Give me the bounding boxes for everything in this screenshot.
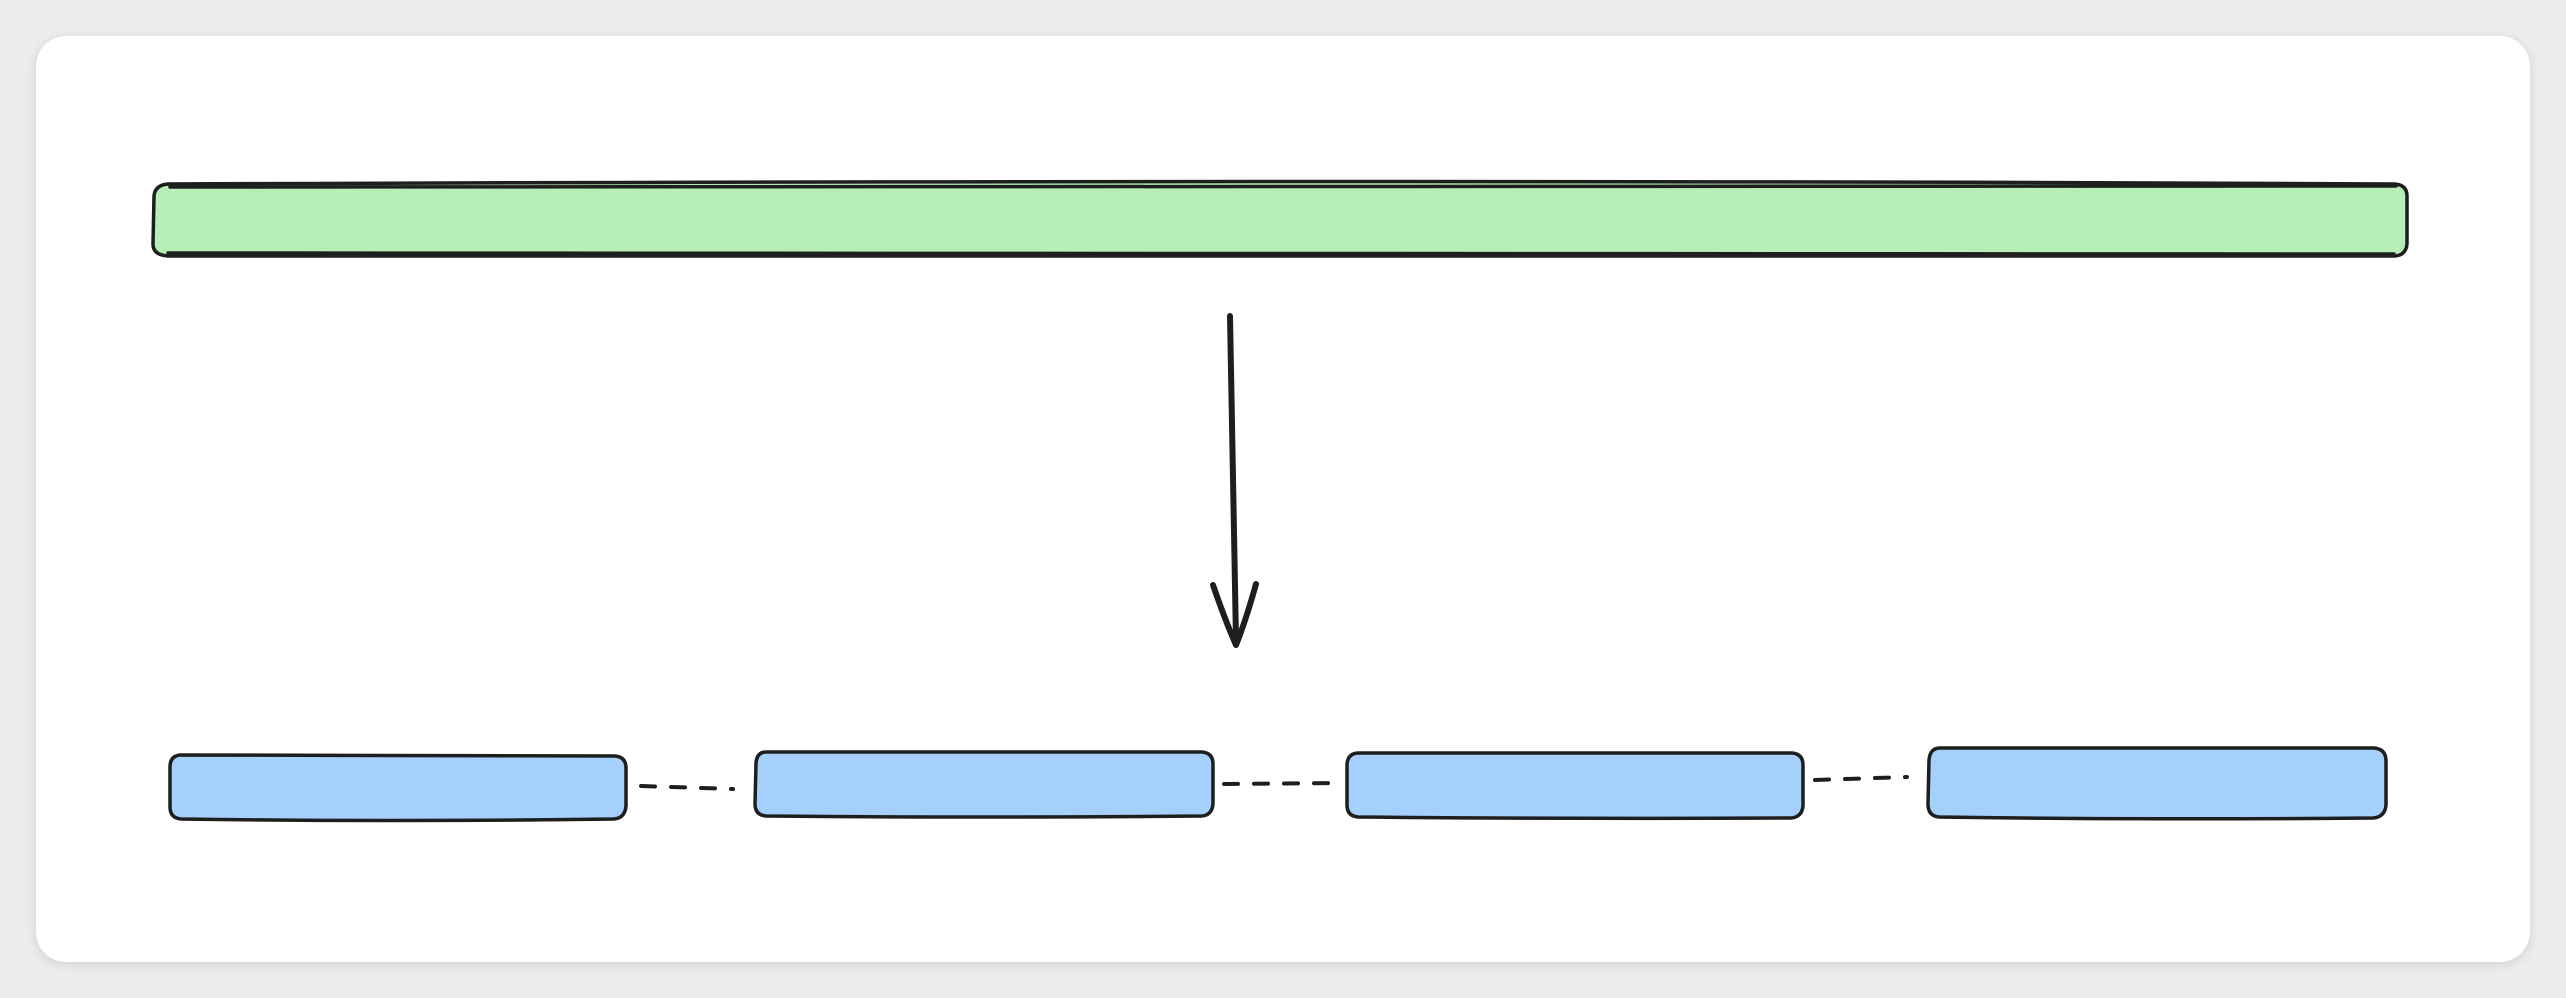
segment-block-3[interactable]: [1345, 751, 1805, 821]
segment-block-1[interactable]: [168, 753, 628, 823]
segment-block-2[interactable]: [753, 750, 1215, 819]
dashed-connector-2-3: [1222, 781, 1338, 786]
segment-block-4[interactable]: [1926, 746, 2388, 821]
down-arrow-shaft: [1227, 313, 1239, 643]
dashed-connector-3-4: [1813, 775, 1909, 782]
down-arrow-head: [1210, 581, 1259, 648]
source-bar[interactable]: [151, 179, 2409, 258]
dashed-connector-1-2: [639, 784, 735, 791]
